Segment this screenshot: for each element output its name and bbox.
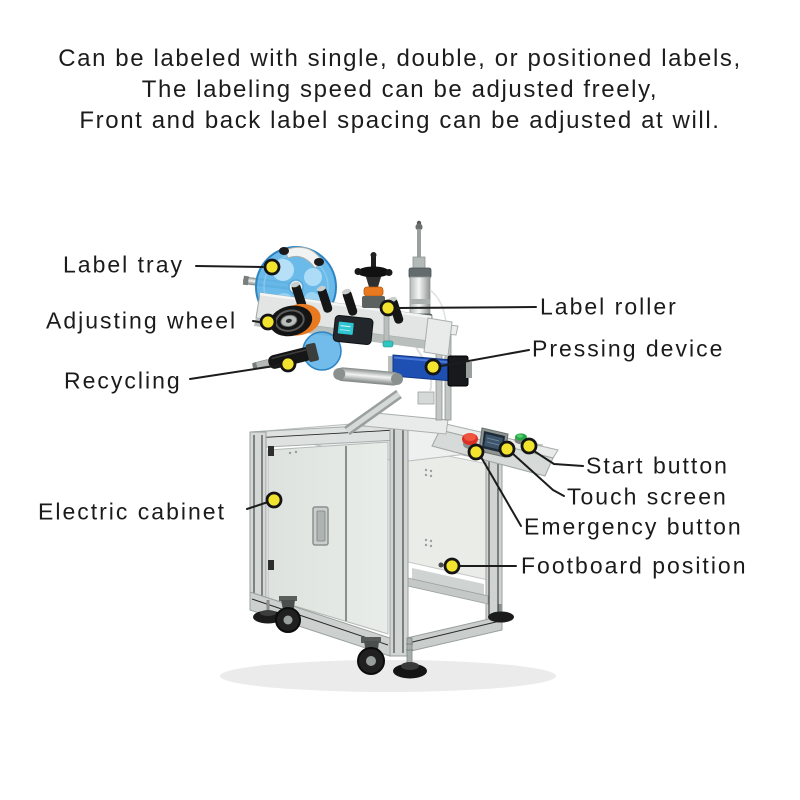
labeling-head bbox=[242, 220, 472, 436]
caster-left bbox=[275, 596, 301, 633]
leader-label-tray bbox=[195, 265, 264, 268]
door-hinge-top bbox=[268, 446, 274, 456]
dot-adjusting-wheel bbox=[259, 313, 277, 331]
label-roller-shaft bbox=[383, 312, 390, 342]
dot-label-tray bbox=[263, 258, 281, 276]
dot-footboard-position bbox=[443, 557, 461, 575]
lower-roller-bar bbox=[333, 367, 404, 386]
leader-touch-screen bbox=[511, 452, 565, 497]
footboard-hole bbox=[438, 562, 444, 568]
discharge-ramp bbox=[344, 389, 402, 436]
callout-emergency-button: Emergency button bbox=[524, 513, 743, 540]
dot-pressing-device bbox=[424, 358, 442, 376]
caster-middle bbox=[357, 637, 385, 675]
beam-rollers bbox=[290, 281, 404, 324]
callout-start-button: Start button bbox=[586, 452, 729, 479]
front-left-post bbox=[249, 431, 267, 603]
callout-electric-cabinet: Electric cabinet bbox=[38, 498, 226, 525]
title-line-3: Front and back label spacing can be adju… bbox=[79, 107, 721, 134]
door-hinge-bottom bbox=[268, 560, 274, 570]
vent-holes bbox=[424, 468, 433, 548]
leader-label-roller bbox=[395, 306, 537, 309]
front-middle-post bbox=[389, 423, 409, 657]
door-handle bbox=[312, 506, 329, 546]
dot-recycling bbox=[279, 355, 297, 373]
callout-touch-screen: Touch screen bbox=[567, 483, 728, 510]
callout-footboard-position: Footboard position bbox=[521, 552, 748, 579]
dot-electric-cabinet bbox=[265, 491, 283, 509]
dot-label-roller bbox=[379, 299, 397, 317]
right-bottom-rail bbox=[397, 615, 503, 655]
leader-emergency-button bbox=[480, 456, 522, 527]
title-line-1: Can be labeled with single, double, or p… bbox=[58, 45, 742, 72]
leveling-foot-rear bbox=[488, 604, 514, 623]
teal-sensor bbox=[382, 340, 394, 348]
leader-start-button bbox=[533, 450, 584, 467]
leader-adjusting-wheel bbox=[252, 320, 260, 323]
callout-pressing-device: Pressing device bbox=[532, 335, 725, 362]
base-cabinet bbox=[249, 419, 559, 679]
callout-leader-lines bbox=[189, 265, 584, 567]
orange-collar bbox=[363, 286, 384, 297]
leader-electric-cabinet bbox=[246, 501, 269, 510]
tray-bracket bbox=[284, 246, 324, 269]
callout-dots bbox=[259, 258, 538, 575]
callout-recycling: Recycling bbox=[64, 367, 182, 394]
title-line-2: The labeling speed can be adjusted freel… bbox=[141, 76, 659, 103]
callout-adjusting-wheel: Adjusting wheel bbox=[46, 307, 238, 334]
top-knob bbox=[354, 252, 393, 308]
leader-recycling bbox=[189, 364, 282, 380]
rear-right-post bbox=[485, 451, 503, 629]
guide-roller-a bbox=[279, 247, 289, 255]
dot-emergency-button bbox=[467, 443, 485, 461]
dot-start-button bbox=[520, 437, 538, 455]
drive-box bbox=[332, 314, 374, 346]
electric-cabinet-door bbox=[267, 441, 389, 635]
dot-touch-screen bbox=[498, 440, 516, 458]
adjusting-wheel-part bbox=[269, 303, 321, 337]
head-side-plate bbox=[423, 317, 453, 357]
callout-label-roller: Label roller bbox=[540, 293, 678, 320]
callout-label-tray: Label tray bbox=[63, 251, 185, 278]
ramp-bracket bbox=[417, 391, 435, 405]
machine-shadow bbox=[220, 660, 556, 692]
leader-pressing-device bbox=[440, 349, 530, 367]
emergency-stop-button bbox=[462, 433, 478, 449]
guide-roller-b bbox=[314, 258, 324, 266]
page-title: Can be labeled with single, double, or p… bbox=[0, 43, 800, 136]
leveling-foot-right bbox=[393, 637, 427, 679]
